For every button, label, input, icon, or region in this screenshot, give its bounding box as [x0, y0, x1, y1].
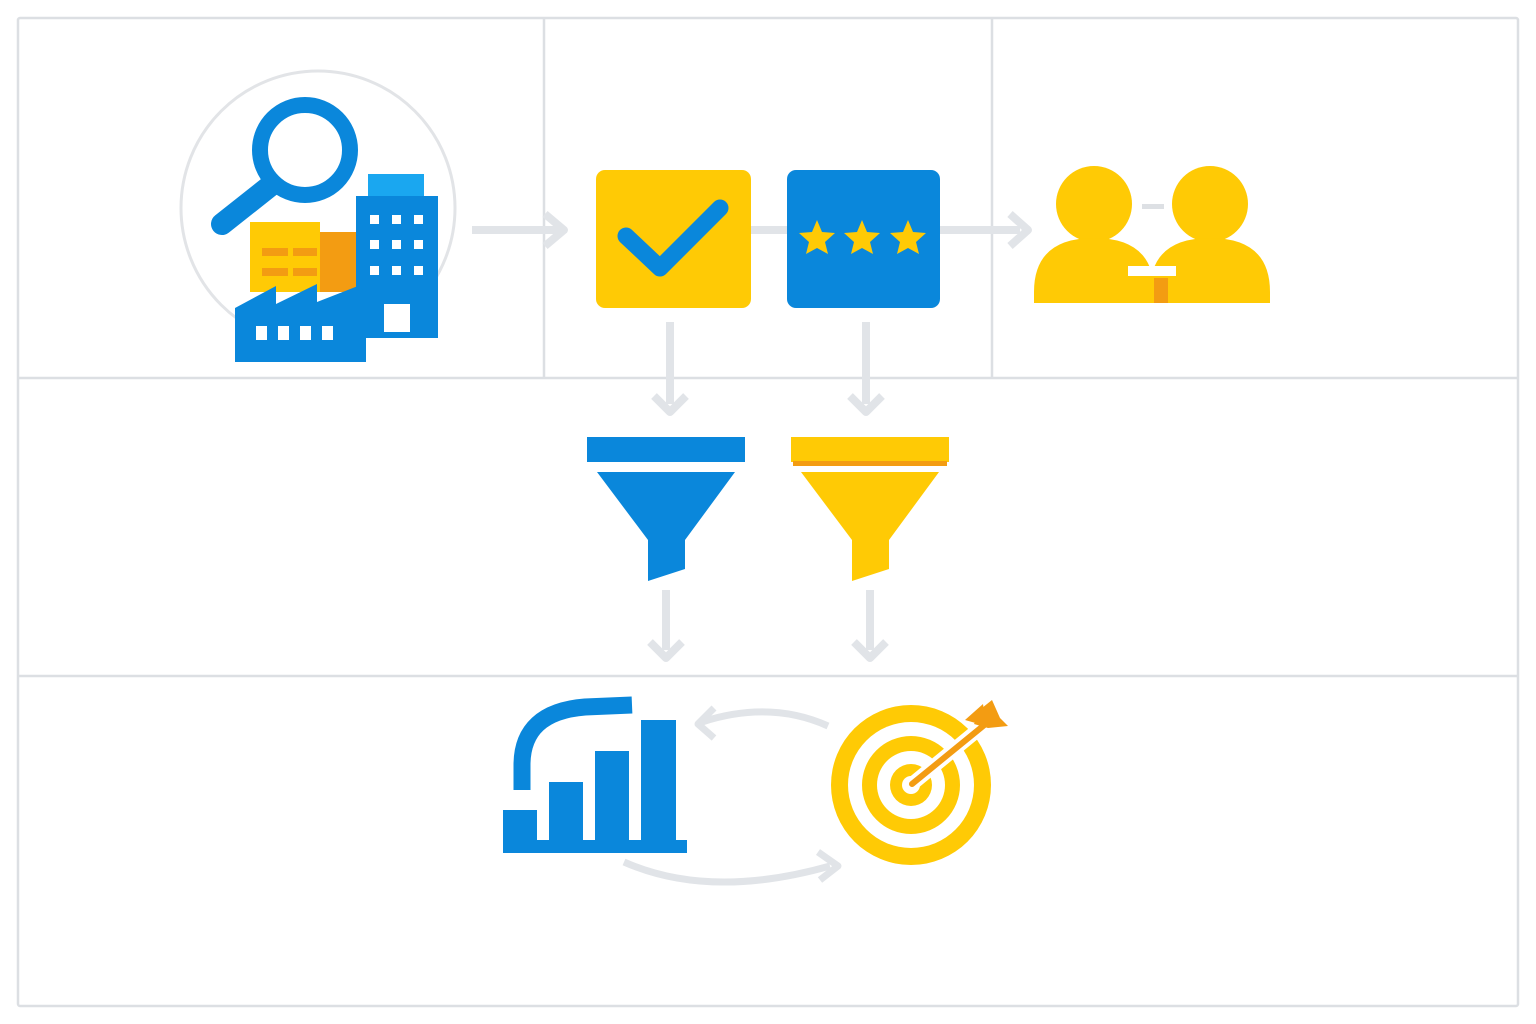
arrow-rating-to-filter [847, 322, 885, 416]
arrow-research-to-verification [472, 210, 568, 250]
magnifier-buildings-icon [179, 69, 457, 362]
arrow-verification-to-filter [651, 322, 689, 416]
checkmark-icon [596, 170, 751, 308]
grid-lines [16, 16, 1520, 1008]
target-arrow-icon [831, 700, 1008, 865]
funnel-icon [791, 437, 949, 581]
people-connection-icon [1034, 166, 1270, 303]
cycle-arrows [622, 705, 842, 886]
bar-chart-growth-icon [503, 696, 687, 853]
arrow-filter-to-goal [851, 590, 889, 662]
funnel-icon [587, 437, 745, 581]
arrow-rating-to-partnership [940, 211, 1032, 249]
star-rating-icon [787, 170, 940, 308]
arrow-filter-to-analytics [647, 590, 685, 662]
